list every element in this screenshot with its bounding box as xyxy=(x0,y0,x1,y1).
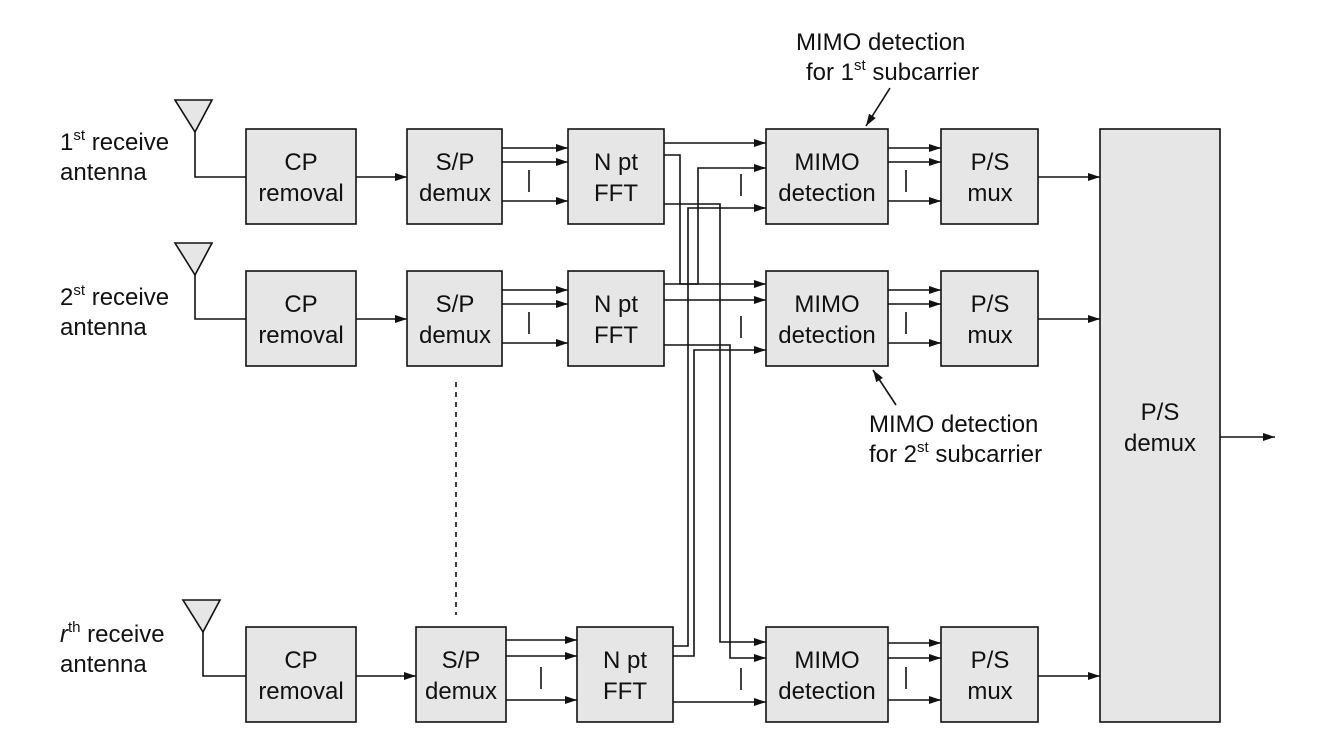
block-label: detection xyxy=(778,678,875,705)
block-label: S/P xyxy=(442,647,481,674)
row-2-connections xyxy=(356,286,1100,347)
mimo-detection-block-r: MIMO detection xyxy=(765,626,889,723)
block-label: mux xyxy=(967,678,1012,705)
block-label: removal xyxy=(258,322,343,349)
fft2-to-mimo1-wire xyxy=(664,164,766,285)
annotation-line-2: for 1st subcarrier xyxy=(806,57,979,86)
fft1-to-mimo2-wire xyxy=(664,154,766,288)
block-label: detection xyxy=(778,180,875,207)
antenna-1-feed-wire xyxy=(194,132,246,178)
sp-demux-block-r: S/P demux xyxy=(415,626,507,723)
block-label: FFT xyxy=(594,180,638,207)
fft-block-1: N pt FFT xyxy=(567,128,665,225)
fft-block-2: N pt FFT xyxy=(567,270,665,367)
antenna-row-r: rth receive antenna xyxy=(60,599,246,678)
antenna-2-label: 2st receive xyxy=(60,282,169,311)
annotation-2-pointer-arrow xyxy=(872,369,897,406)
antenna-2-feed-wire xyxy=(194,275,246,320)
block-label: CP xyxy=(284,647,317,674)
ps-mux-block-2: P/S mux xyxy=(940,270,1039,367)
block-label: MIMO xyxy=(794,149,859,176)
cp-removal-block-2: CP removal xyxy=(245,270,357,367)
annotation-line-1: MIMO detection xyxy=(796,29,965,56)
block-label: N pt xyxy=(594,149,638,176)
block-label: mux xyxy=(967,180,1012,207)
ps-demux-output-block: P/S demux xyxy=(1099,128,1221,723)
block-label: S/P xyxy=(436,149,475,176)
block-label: detection xyxy=(778,322,875,349)
block-label: CP xyxy=(284,149,317,176)
annotation-line-1: MIMO detection xyxy=(869,411,1038,438)
block-label: P/S xyxy=(971,291,1010,318)
annotation-subcarrier-1: MIMO detection for 1st subcarrier xyxy=(796,29,979,127)
block-label: P/S xyxy=(1141,399,1180,426)
fft2-to-mimor-wire xyxy=(664,344,766,662)
fftr-to-mimo2-wire xyxy=(673,346,766,657)
row-1-connections xyxy=(356,144,1100,205)
block-label: FFT xyxy=(594,322,638,349)
block-label: N pt xyxy=(603,647,647,674)
mimo-detection-block-1: MIMO detection xyxy=(765,128,889,225)
block-label: S/P xyxy=(436,291,475,318)
cp-removal-block-1: CP removal xyxy=(245,128,357,225)
block-label: FFT xyxy=(603,678,647,705)
subcarrier-routing-wires xyxy=(664,139,766,706)
fft-block-r: N pt FFT xyxy=(576,626,674,723)
block-label: N pt xyxy=(594,291,638,318)
block-label: mux xyxy=(967,322,1012,349)
antenna-2-icon xyxy=(173,242,214,277)
fftr-to-mimo1-wire xyxy=(673,204,766,647)
antenna-row-2: 2st receive antenna xyxy=(60,242,246,341)
antenna-1-label-line2: antenna xyxy=(60,159,147,186)
annotation-line-2: for 2st subcarrier xyxy=(869,439,1042,468)
antenna-1-icon xyxy=(173,99,214,134)
antenna-2-label-line2: antenna xyxy=(60,314,147,341)
block-label: MIMO xyxy=(794,647,859,674)
row-r-connections xyxy=(356,636,1100,704)
antenna-row-1: 1st receive antenna xyxy=(60,99,246,186)
antenna-r-label-line2: antenna xyxy=(60,651,147,678)
block-label: demux xyxy=(425,678,497,705)
antenna-r-feed-wire xyxy=(202,632,246,677)
annotation-subcarrier-2: MIMO detection for 2st subcarrier xyxy=(869,369,1042,468)
ps-mux-block-r: P/S mux xyxy=(940,626,1039,723)
annotation-1-pointer-arrow xyxy=(865,87,891,127)
block-label: demux xyxy=(419,180,491,207)
sp-demux-block-2: S/P demux xyxy=(406,270,503,367)
antenna-1-label: 1st receive xyxy=(60,127,169,156)
ps-mux-block-1: P/S mux xyxy=(940,128,1039,225)
block-label: demux xyxy=(1124,430,1196,457)
block-label: demux xyxy=(419,322,491,349)
block-label: P/S xyxy=(971,149,1010,176)
sp-demux-block-1: S/P demux xyxy=(406,128,503,225)
block-label: MIMO xyxy=(794,291,859,318)
cp-removal-block-r: CP removal xyxy=(245,626,357,723)
block-label: CP xyxy=(284,291,317,318)
block-label: removal xyxy=(258,678,343,705)
antenna-r-icon xyxy=(181,599,222,634)
antenna-r-label: rth receive xyxy=(60,619,165,648)
mimo-detection-block-2: MIMO detection xyxy=(765,270,889,367)
block-label: removal xyxy=(258,180,343,207)
fft1-to-mimor-wire xyxy=(664,203,766,646)
block-label: P/S xyxy=(971,647,1010,674)
